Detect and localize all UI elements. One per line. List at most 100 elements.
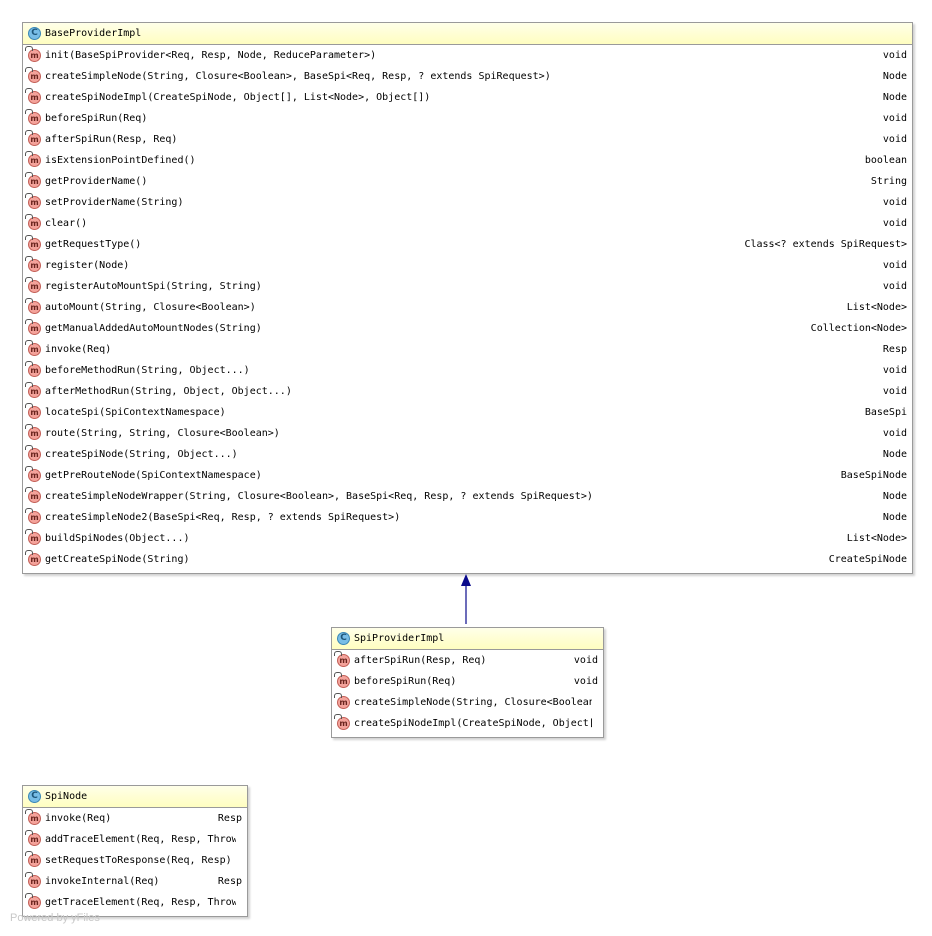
method-return-type: void [882, 260, 907, 271]
method-row[interactable]: m setProviderName(String) void [23, 192, 912, 213]
method-icon: m [28, 490, 41, 503]
method-signature: init(BaseSpiProvider<Req, Resp, Node, Re… [45, 50, 377, 61]
method-signature: getCreateSpiNode(String) [45, 554, 190, 565]
method-row[interactable]: m createSpiNode(String, Object...) Node [23, 444, 912, 465]
method-icon-wrap: m [25, 830, 45, 846]
lock-icon [25, 151, 33, 156]
method-row[interactable]: m clear() void [23, 213, 912, 234]
method-signature: register(Node) [45, 260, 130, 271]
method-signature: getRequestType() [45, 239, 142, 250]
method-signature: setProviderName(String) [45, 197, 184, 208]
method-signature: createSpiNodeImpl(CreateSpiNode, Object[… [45, 92, 431, 103]
method-icon-wrap: m [25, 529, 45, 545]
method-icon: m [28, 70, 41, 83]
method-return-type: void [882, 197, 907, 208]
lock-icon [334, 714, 342, 719]
base-provider-impl-class[interactable]: C BaseProviderImpl m init(BaseSpiProvider… [22, 22, 913, 574]
method-return-type: Resp [217, 876, 242, 887]
method-row[interactable]: m init(BaseSpiProvider<Req, Resp, Node, R… [23, 45, 912, 66]
method-icon: m [28, 217, 41, 230]
method-icon: m [28, 196, 41, 209]
method-icon-wrap: m [25, 109, 45, 125]
method-signature: createSpiNode(String, Object...) [45, 449, 238, 460]
class-header[interactable]: C SpiNode [23, 786, 247, 808]
lock-icon [25, 256, 33, 261]
method-signature: afterSpiRun(Resp, Req) [354, 655, 487, 666]
lock-icon [334, 651, 342, 656]
method-icon-wrap: m [25, 67, 45, 83]
method-icon: m [28, 49, 41, 62]
method-return-type: String [870, 176, 907, 187]
lock-icon [25, 88, 33, 93]
method-signature: isExtensionPointDefined() [45, 155, 196, 166]
method-signature: getPreRouteNode(SpiContextNamespace) [45, 470, 262, 481]
method-signature: getManualAddedAutoMountNodes(String) [45, 323, 262, 334]
method-return-type: Resp [217, 813, 242, 824]
method-signature: beforeSpiRun(Req) [45, 113, 148, 124]
method-icon: m [28, 112, 41, 125]
method-signature: clear() [45, 218, 88, 229]
method-return-type: BaseSpiNode [840, 470, 907, 481]
method-signature: getTraceElement(Req, Resp, Throwab [45, 897, 236, 908]
method-return-type: Node [882, 449, 907, 460]
method-signature: autoMount(String, Closure<Boolean>) [45, 302, 256, 313]
method-return-type: Node [882, 71, 907, 82]
method-icon-wrap: m [25, 382, 45, 398]
method-icon-wrap: m [25, 809, 45, 825]
method-icon-wrap: m [25, 872, 45, 888]
method-icon: m [28, 259, 41, 272]
method-return-type: void [882, 218, 907, 229]
method-icon-wrap: m [25, 298, 45, 314]
method-icon-wrap: m [25, 277, 45, 293]
method-icon-wrap: m [25, 319, 45, 335]
method-icon: m [28, 343, 41, 356]
lock-icon [25, 809, 33, 814]
lock-icon [25, 361, 33, 366]
class-name: BaseProviderImpl [45, 28, 142, 39]
method-icon-wrap: m [334, 714, 354, 730]
method-icon: m [28, 448, 41, 461]
method-icon-wrap: m [25, 88, 45, 104]
class-icon: C [28, 790, 41, 803]
class-name: SpiNode [45, 791, 88, 802]
method-icon: m [337, 717, 350, 730]
class-header[interactable]: C SpiProviderImpl [332, 628, 603, 650]
method-icon: m [28, 532, 41, 545]
method-return-type: BaseSpi [864, 407, 907, 418]
method-row[interactable]: m register(Node) void [23, 255, 912, 276]
lock-icon [25, 235, 33, 240]
class-header[interactable]: C BaseProviderImpl [23, 23, 912, 45]
